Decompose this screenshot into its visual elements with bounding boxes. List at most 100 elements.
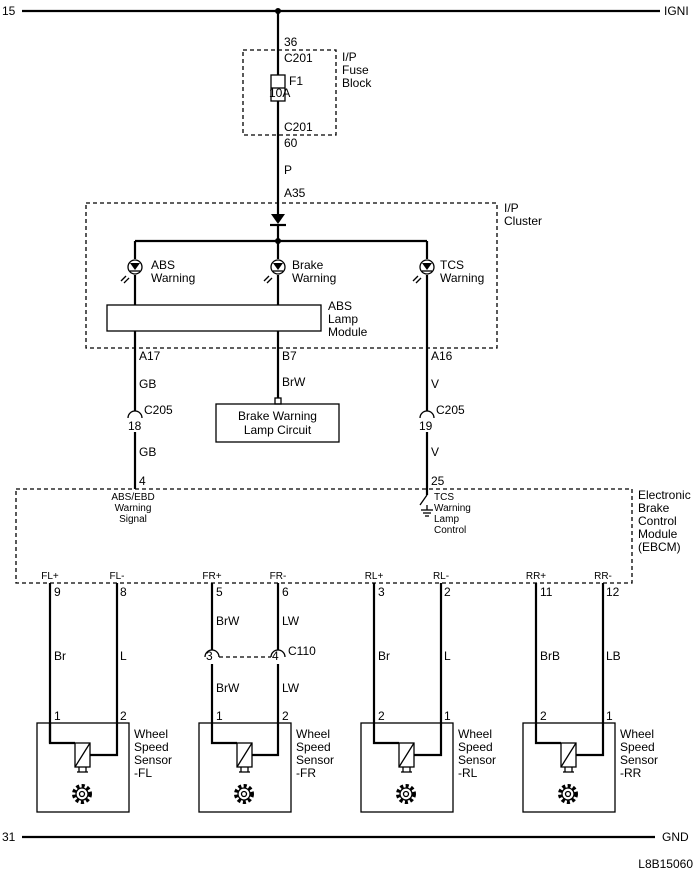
- tcs-wire-lower-color: V: [431, 445, 439, 459]
- rl-sensor-name-1: Wheel: [458, 727, 492, 741]
- terminal-pin-rr-minus: 12: [606, 585, 620, 599]
- fr-connector-pin-a: 3: [206, 649, 213, 663]
- abs-connector-pin: 18: [128, 419, 142, 433]
- terminal-label-fr-minus: FR-: [270, 571, 287, 582]
- fr-connector-b: [270, 649, 286, 658]
- rail-top-right-label: IGNI: [664, 4, 689, 18]
- fr-sensor-name-1: Wheel: [296, 727, 330, 741]
- rr-sensor-name-1: Wheel: [620, 727, 654, 741]
- fuse-block-title-3: Block: [342, 76, 372, 90]
- terminal-pin-rr-plus: 11: [540, 585, 553, 599]
- abs-lamp-module: [106, 304, 322, 332]
- rr-inner-a: [534, 723, 561, 745]
- fr-pin-a: 1: [216, 709, 223, 723]
- tcs-connector-name: C205: [436, 403, 465, 417]
- tcs-wire-upper-color: V: [431, 377, 439, 391]
- ebcm-outline: [15, 488, 633, 584]
- abs-lamp-label-2: Warning: [151, 271, 195, 285]
- brake-warning-lamp-circuit-box: [215, 403, 340, 443]
- tcs-ebcm-pin: 25: [431, 474, 445, 488]
- tcs-control-label-3: Lamp: [434, 514, 459, 525]
- abs-wire-upper-color: GB: [139, 377, 156, 391]
- fr-connector-pin-b: 4: [272, 649, 279, 663]
- fl-sensor-name-4: -FL: [134, 766, 152, 780]
- sensor-rl-box: [360, 722, 454, 813]
- brake-lamp-icon: [263, 259, 286, 284]
- rail-bottom-left-label: 31: [2, 830, 16, 844]
- brake-box-label-2: Lamp Circuit: [244, 423, 312, 437]
- rr-pin-a: 2: [540, 709, 547, 723]
- fl-wire-a-color: Br: [54, 649, 66, 663]
- terminal-pin-fl-minus: 8: [120, 585, 127, 599]
- tcs-connector-pin: 19: [419, 419, 433, 433]
- diagram-id: L8B15060: [638, 857, 693, 871]
- terminal-label-rr-minus: RR-: [594, 571, 612, 582]
- tcs-control-label-2: Warning: [434, 503, 471, 514]
- abs-signal-label-1: ABS/EBD: [111, 492, 154, 503]
- fr-sensor-name-4: -FR: [296, 766, 316, 780]
- abs-connector-symbol: [127, 410, 143, 419]
- terminal-pin-rl-plus: 3: [378, 585, 385, 599]
- fl-wire-b-color: L: [120, 649, 127, 663]
- tcs-switch: [419, 494, 428, 506]
- fr-inner-a: [210, 723, 237, 745]
- fr-wire-a-upper-color: BrW: [216, 614, 240, 628]
- fl-pin-b: 2: [120, 709, 127, 723]
- terminal-pin-fl-plus: 9: [54, 585, 61, 599]
- rr-pin-b: 1: [606, 709, 613, 723]
- rr-gear-icon: [558, 784, 578, 804]
- cluster-title-1: I/P: [504, 201, 519, 215]
- ebcm-title-5: (EBCM): [638, 540, 681, 554]
- fuse-rating: 10A: [269, 86, 290, 100]
- terminal-label-fl-plus: FL+: [41, 571, 59, 582]
- fl-gear-icon: [72, 784, 92, 804]
- tcs-lamp-label-2: Warning: [440, 271, 484, 285]
- ground-icon: [421, 509, 433, 517]
- ebcm-title-1: Electronic: [638, 488, 691, 502]
- tcs-control-label-4: Control: [434, 525, 466, 536]
- terminal-label-rr-plus: RR+: [526, 571, 546, 582]
- module-label-2: Lamp: [328, 312, 358, 326]
- terminal-pin-fr-minus: 6: [282, 585, 289, 599]
- rr-sensor-name-4: -RR: [620, 766, 642, 780]
- sensor-fl-box: [36, 722, 130, 813]
- terminal-pin-fr-plus: 5: [216, 585, 223, 599]
- fr-sensor-name-3: Sensor: [296, 753, 334, 767]
- brake-lamp-label-1: Brake: [292, 258, 324, 272]
- fl-sensor-name-3: Sensor: [134, 753, 172, 767]
- rl-coil-icon: [398, 742, 415, 773]
- fuse-conn-in: C201: [284, 51, 313, 65]
- fr-connector-name: C110: [288, 644, 316, 658]
- rr-sensor-name-3: Sensor: [620, 753, 658, 767]
- rl-sensor-name-4: -RL: [458, 766, 478, 780]
- fr-coil-icon: [236, 742, 253, 773]
- fuse-pin-out: 60: [284, 136, 298, 150]
- terminal-label-rl-minus: RL-: [433, 571, 449, 582]
- rl-inner-b: [414, 723, 443, 757]
- fuse-pin-in: 36: [284, 35, 298, 49]
- abs-connector-name: C205: [144, 403, 173, 417]
- ebcm-title-4: Module: [638, 527, 678, 541]
- fuse-block-title-2: Fuse: [342, 63, 369, 77]
- terminal-label-fl-minus: FL-: [110, 571, 125, 582]
- abs-ebcm-pin: 4: [139, 474, 146, 488]
- fl-sensor-name-2: Speed: [134, 740, 169, 754]
- rl-pin-a: 2: [378, 709, 385, 723]
- module-label-3: Module: [328, 325, 368, 339]
- fr-inner-b: [252, 723, 280, 757]
- sensor-rr-box: [522, 722, 616, 813]
- fl-sensor-name-1: Wheel: [134, 727, 168, 741]
- fr-gear-icon: [234, 784, 254, 804]
- feed-pin: A35: [284, 186, 306, 200]
- rl-pin-b: 1: [444, 709, 451, 723]
- fr-wire-b-upper-color: LW: [282, 614, 300, 628]
- rl-sensor-name-2: Speed: [458, 740, 493, 754]
- ebcm-title-2: Brake: [638, 501, 670, 515]
- fr-wire-a-lower-color: BrW: [216, 681, 240, 695]
- brake-box-label-1: Brake Warning: [238, 409, 317, 423]
- terminal-label-rl-plus: RL+: [365, 571, 384, 582]
- abs-signal-label-2: Warning: [115, 503, 152, 514]
- abs-wire-lower-color: GB: [139, 445, 156, 459]
- rl-inner-a: [372, 723, 399, 745]
